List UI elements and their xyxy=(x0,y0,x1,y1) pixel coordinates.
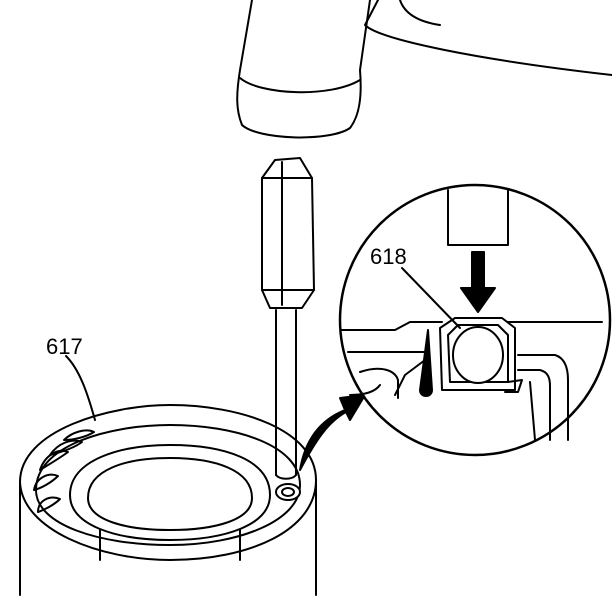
detail-view xyxy=(340,185,610,455)
leader-618 xyxy=(402,268,460,328)
housing xyxy=(20,405,316,595)
punch-tool-icon xyxy=(262,158,314,479)
hammer-icon xyxy=(237,0,612,137)
callout-618: 618 xyxy=(370,244,407,269)
callout-617: 617 xyxy=(46,334,83,359)
leader-617 xyxy=(66,356,95,420)
arrow-icon xyxy=(300,395,365,470)
